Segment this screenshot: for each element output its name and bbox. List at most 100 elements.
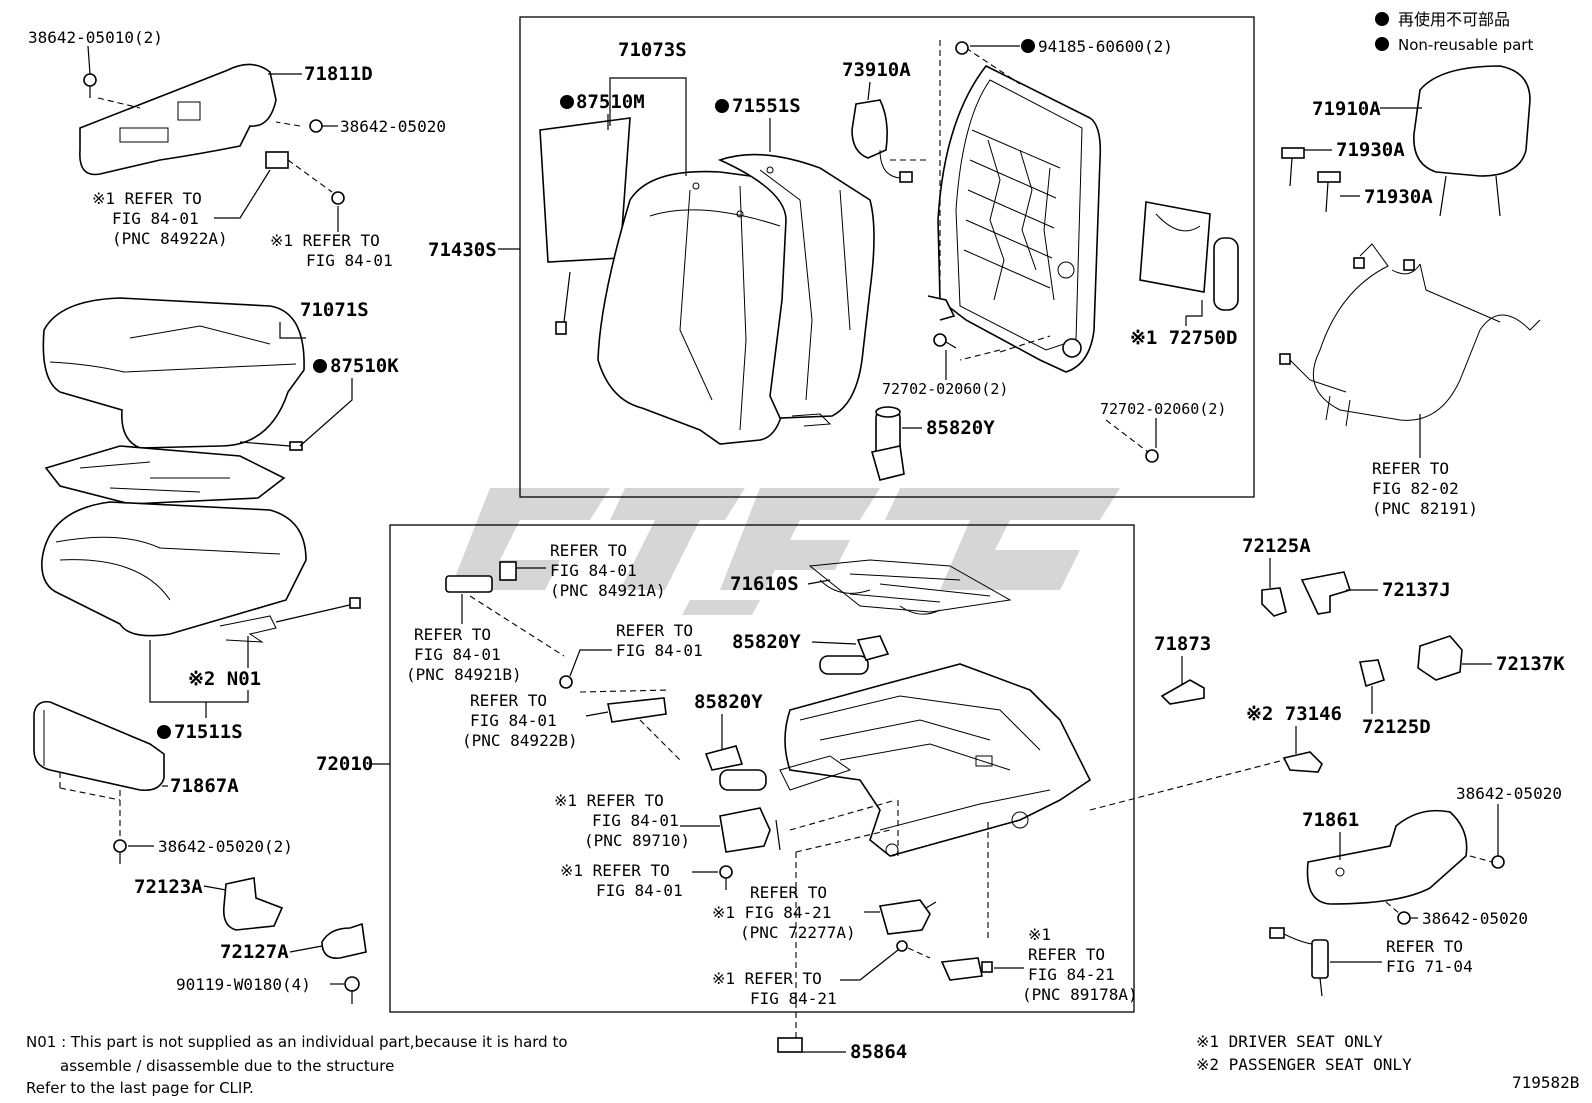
ref-f-line1: REFER TO [616, 621, 693, 640]
label-n01: ※2 N01 [188, 668, 261, 690]
ref-c-line1: REFER TO [1372, 459, 1449, 478]
ref-h-line1: ※1 REFER TO [554, 791, 664, 810]
legend-en: Non-reusable part [1398, 36, 1533, 54]
ref-j-line1: REFER TO [750, 883, 827, 902]
ref-j-line3: (PNC 72277A) [740, 923, 856, 942]
bolt-icon [309, 119, 323, 133]
seat-ecu [719, 799, 897, 853]
label-72750d: ※1 72750D [1130, 327, 1237, 349]
ref-h-line2: FIG 84-01 [592, 811, 679, 830]
ref-l-line2: FIG 84-21 [750, 989, 837, 1008]
label-72010: 72010 [316, 753, 373, 775]
covers-left-bottom [222, 877, 367, 1004]
label-38642-05020-a: 38642-05020 [340, 117, 446, 136]
headrest-71910a [1281, 65, 1531, 217]
label-72123a: 72123A [134, 876, 203, 898]
switch-icon [265, 151, 289, 169]
bullet-icon [157, 725, 171, 739]
seat-belt-buckle [1269, 927, 1329, 997]
figure-code: 719582B [1512, 1073, 1579, 1092]
ref-e-line1: REFER TO [414, 625, 491, 644]
label-72125d: 72125D [1362, 716, 1431, 738]
ref-e-line3: (PNC 84921B) [406, 665, 522, 684]
label-71910a: 71910A [1312, 98, 1381, 120]
label-71610s: 71610S [730, 573, 799, 595]
recliner-motor-85820y [870, 349, 1001, 481]
label-71430s: 71430S [428, 239, 497, 261]
label-71811d: 71811D [304, 63, 373, 85]
seatback-group-box [519, 16, 1255, 498]
ref-d-line1: REFER TO [550, 541, 627, 560]
label-71930a-a: 71930A [1336, 139, 1405, 161]
label-38642-05020-b: 38642-05020 [1456, 784, 1562, 803]
label-94185: 94185-60600(2) [1038, 37, 1173, 56]
note-clip: Refer to the last page for CLIP. [26, 1079, 254, 1097]
seatback-frame [927, 40, 1102, 373]
ref-i-line1: ※1 REFER TO [560, 861, 670, 880]
ref-i-line2: FIG 84-01 [596, 881, 683, 900]
bullet-icon [313, 359, 327, 373]
screw-icon [331, 191, 345, 205]
front-panel-71867a [33, 700, 165, 864]
label-71071s: 71071S [300, 299, 369, 321]
label-71861: 71861 [1302, 809, 1359, 831]
ref-b-line2: FIG 84-01 [306, 251, 393, 270]
label-72125a: 72125A [1242, 535, 1311, 557]
ref-k-line2: REFER TO [1028, 945, 1105, 964]
bullet-icon [560, 95, 574, 109]
side-cover-71811d [79, 63, 345, 205]
label-85820y-b: 85820Y [732, 631, 801, 653]
label-72127a: 72127A [220, 941, 289, 963]
bolt-icon [344, 976, 360, 992]
nut-icon [955, 41, 969, 55]
wire-harness [1279, 243, 1541, 427]
ref-a-line2: FIG 84-01 [112, 209, 199, 228]
ref-a-line3: (PNC 84922A) [112, 229, 228, 248]
ref-f-line2: FIG 84-01 [616, 641, 703, 660]
label-73146: ※2 73146 [1246, 703, 1342, 725]
label-71873: 71873 [1154, 633, 1211, 655]
label-38642-05020-c: 38642-05020 [1422, 909, 1528, 928]
ref-l-line1: ※1 REFER TO [712, 969, 822, 988]
label-72137j: 72137J [1382, 579, 1451, 601]
sensor-73146 [1282, 751, 1323, 773]
seat-track-frame-72010 [779, 663, 1092, 940]
switch-group [445, 561, 681, 761]
label-90119: 90119-W0180(4) [176, 975, 311, 994]
ref-k-line3: FIG 84-21 [1028, 965, 1115, 984]
label-71867a: 71867A [170, 775, 239, 797]
right-covers [1261, 571, 1463, 688]
note-n01-line2: assemble / disassemble due to the struct… [60, 1057, 394, 1075]
ref-g-line2: FIG 84-01 [470, 711, 557, 730]
seat-spring-71610s [808, 559, 1012, 615]
ref-g-line3: (PNC 84922B) [462, 731, 578, 750]
label-73910a: 73910A [842, 59, 911, 81]
label-38642-05010-2: 38642-05010(2) [28, 28, 163, 47]
bolt-icon [933, 333, 947, 347]
legend-jp: 再使用不可部品 [1398, 10, 1510, 29]
label-72702-a: 72702-02060(2) [882, 380, 1008, 398]
ref-g-line1: REFER TO [470, 691, 547, 710]
legend: 再使用不可部品 Non-reusable part [1375, 10, 1533, 54]
seat-track-group-box [389, 524, 1135, 1013]
bolt-icon [83, 73, 97, 87]
ref-a-line1: ※1 REFER TO [92, 189, 202, 208]
label-85820y-a: 85820Y [926, 417, 995, 439]
bullet-icon [1375, 12, 1389, 26]
ref-k-line1: ※1 [1028, 925, 1051, 944]
bullet-icon [715, 99, 729, 113]
connector-icon [777, 1037, 803, 1053]
bolt-icon [1491, 855, 1505, 869]
side-airbag-73910a [851, 99, 930, 183]
screw-icon [559, 675, 573, 689]
guide-icon [1281, 147, 1305, 159]
ref-k-line4: (PNC 89178A) [1022, 985, 1138, 1004]
note-passenger-only: ※2 PASSENGER SEAT ONLY [1196, 1055, 1412, 1074]
label-71551s: 71551S [732, 95, 801, 117]
watermark-logo [450, 488, 1120, 615]
bullet-icon [1021, 39, 1035, 53]
label-71930a-b: 71930A [1364, 186, 1433, 208]
bolt-icon [719, 865, 733, 879]
ref-j-line2: ※1 FIG 84-21 [712, 903, 831, 922]
